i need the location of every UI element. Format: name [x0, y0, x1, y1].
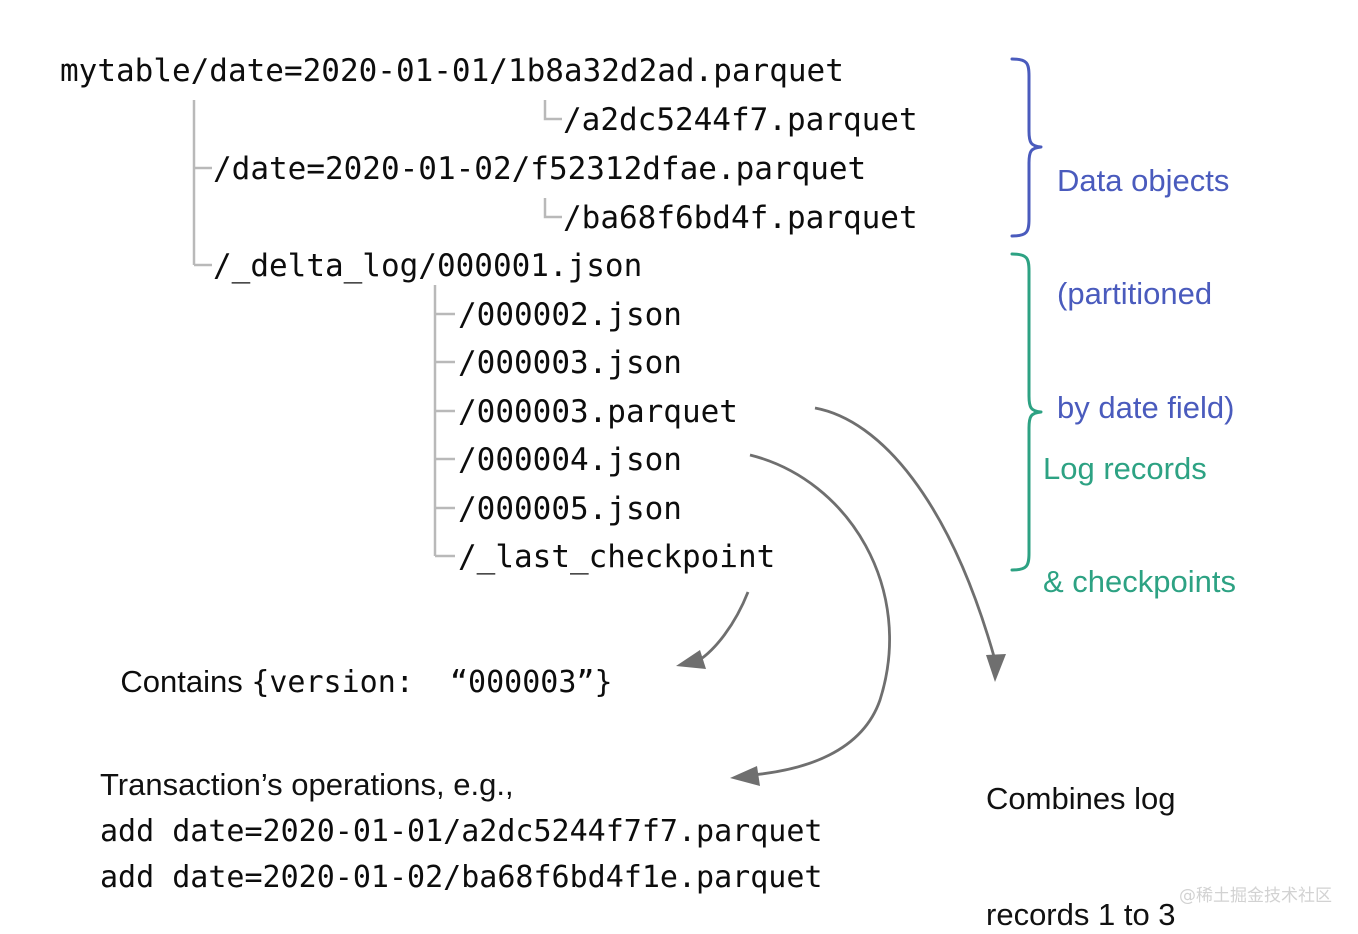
note-combines-line-2: records 1 to 3 — [986, 896, 1176, 932]
tree-connectors-delta-log — [433, 285, 455, 558]
note-contains-label: Contains — [120, 664, 252, 699]
annotation-log-records-line-1: Log records — [1043, 450, 1207, 486]
annotation-data-objects-line-1: Data objects — [1057, 162, 1230, 198]
annotation-log-records: Log records & checkpoints — [1043, 374, 1236, 677]
branch-tick-a2dc5244f7 — [543, 100, 562, 121]
tree-line-000002-json: /000002.json — [458, 297, 682, 333]
tree-line-last-checkpoint: /_last_checkpoint — [458, 539, 776, 575]
note-contains-code: {version: “000003”} — [251, 665, 613, 700]
tree-line-000004-json: /000004.json — [458, 442, 682, 478]
tree-line-000003-parquet: /000003.parquet — [458, 394, 738, 430]
tree-connectors-level1 — [192, 100, 212, 267]
watermark: @稀土掘金技术社区 — [1179, 886, 1332, 906]
note-transaction-operations: Transaction’s operations, e.g., add date… — [100, 766, 823, 892]
arrow-lastcheckpoint-to-contains — [676, 591, 750, 669]
brace-data-objects — [1010, 57, 1043, 238]
note-combines-line-1: Combines log — [986, 780, 1176, 816]
branch-tick-ba68f6bd4f — [543, 198, 562, 219]
tree-line-ba68f6bd4f: /ba68f6bd4f.parquet — [563, 200, 918, 236]
note-transaction-op-2: add date=2020-01-02/ba68f6bd4f1e.parquet — [100, 859, 823, 895]
tree-line-date-2020-01-02: /date=2020-01-02/f52312dfae.parquet — [213, 151, 867, 187]
note-transaction-heading: Transaction’s operations, e.g., — [100, 767, 514, 802]
note-combines-log-records: Combines log records 1 to 3 — [986, 702, 1176, 934]
tree-line-000003-json: /000003.json — [458, 345, 682, 381]
note-transaction-op-1: add date=2020-01-01/a2dc5244f7f7.parquet — [100, 813, 823, 849]
annotation-data-objects-line-3: by date field) — [1057, 389, 1235, 425]
tree-line-a2dc5244f7: /a2dc5244f7.parquet — [563, 102, 918, 138]
brace-log-records — [1010, 252, 1043, 572]
annotation-data-objects-line-2: (partitioned — [1057, 276, 1213, 312]
arrow-checkpoint-to-combines — [814, 406, 1006, 682]
tree-line-delta-log-000001: /_delta_log/000001.json — [213, 248, 643, 284]
tree-line-000005-json: /000005.json — [458, 491, 682, 527]
annotation-data-objects: Data objects (partitioned by date field) — [1057, 86, 1235, 502]
note-contains: Contains {version: “000003”} — [100, 645, 613, 719]
arrow-logrecord-to-transaction — [730, 453, 891, 786]
tree-line-root: mytable/date=2020-01-01/1b8a32d2ad.parqu… — [60, 53, 844, 89]
annotation-log-records-line-2: & checkpoints — [1043, 564, 1236, 600]
